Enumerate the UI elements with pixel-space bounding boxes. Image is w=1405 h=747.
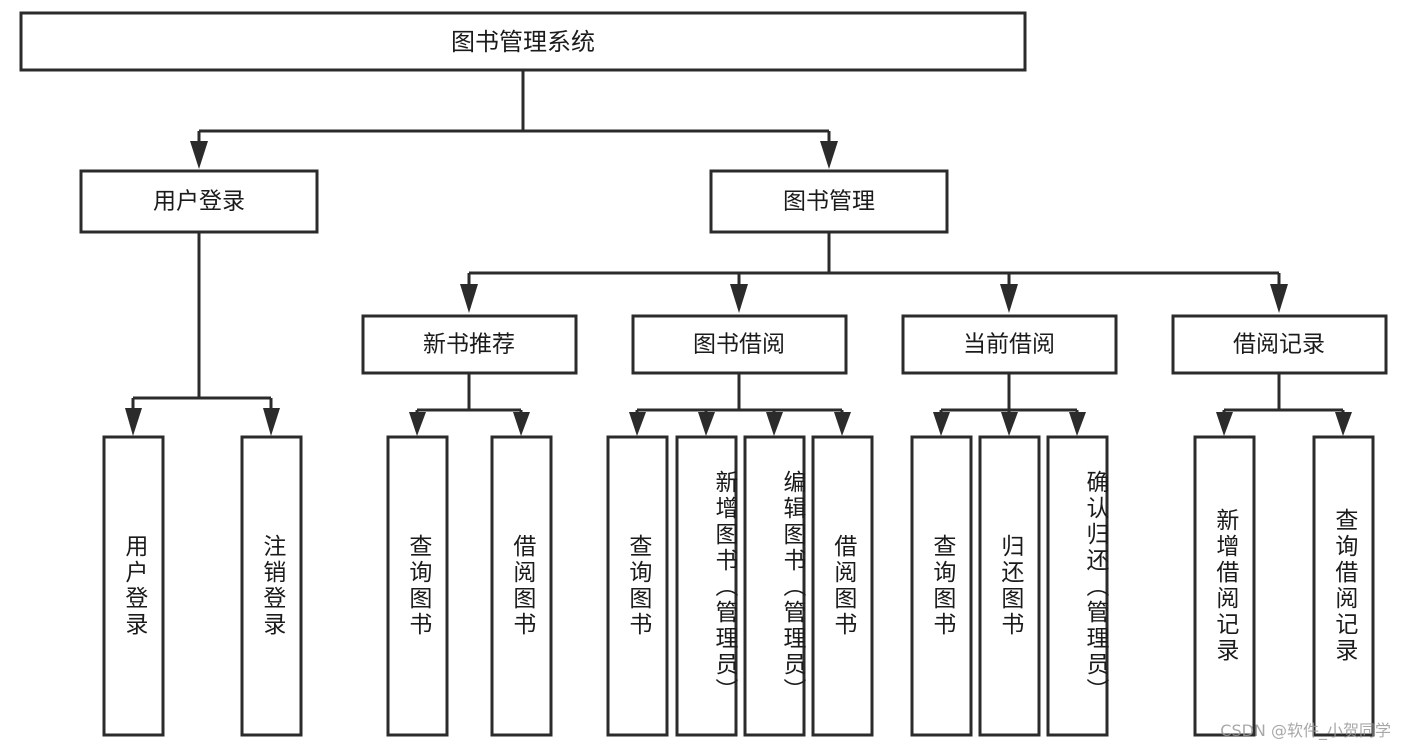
arrow-head-icon <box>190 141 208 169</box>
node-book-borrow[interactable]: 图书借阅 <box>631 314 848 375</box>
arrow-head-icon <box>1000 284 1018 313</box>
arrow-head-icon <box>1335 412 1352 436</box>
connector-bookmgmt-to-level3 <box>460 233 1288 313</box>
node-current-borrow-box[interactable] <box>901 314 1118 375</box>
arrow-head-icon <box>513 412 530 436</box>
node-borrow-record[interactable]: 借阅记录 <box>1171 314 1388 375</box>
leaf-box-newbook-borrow[interactable] <box>490 435 553 737</box>
arrow-head-icon <box>1270 284 1288 313</box>
leaf-box-borrowrecord-query[interactable] <box>1312 435 1375 737</box>
arrow-head-icon <box>730 284 748 313</box>
leaf-box-currentborrow-query[interactable] <box>910 435 973 737</box>
node-new-book-recommend[interactable]: 新书推荐 <box>361 314 578 375</box>
node-book-borrow-box[interactable] <box>631 314 848 375</box>
node-new-book-recommend-box[interactable] <box>361 314 578 375</box>
node-current-borrow-label: 当前借阅 <box>963 332 1055 358</box>
leaf-box-user-login-logout[interactable] <box>240 435 303 737</box>
arrow-head-icon <box>698 412 715 436</box>
node-user-login[interactable]: 用户登录 <box>79 169 319 234</box>
connector-bookborrow-to-leaves <box>629 374 851 436</box>
arrow-head-icon <box>629 412 646 436</box>
node-user-login-label: 用户登录 <box>153 189 245 215</box>
arrow-head-icon <box>820 141 838 169</box>
arrow-head-icon <box>766 412 783 436</box>
leaf-box-currentborrow-return[interactable] <box>978 435 1041 737</box>
node-book-management-box[interactable] <box>709 169 949 234</box>
node-root-label: 图书管理系统 <box>451 28 595 56</box>
arrow-head-icon <box>263 408 280 436</box>
arrow-head-icon <box>933 412 950 436</box>
node-new-book-recommend-label: 新书推荐 <box>423 332 515 358</box>
leaf-box-bookborrow-borrow[interactable] <box>811 435 874 737</box>
connector-newbook-to-leaves <box>409 374 530 436</box>
arrow-head-icon <box>460 284 478 313</box>
connector-currentborrow-to-leaves <box>933 374 1086 436</box>
arrow-head-icon <box>834 412 851 436</box>
leaf-box-user-login-login[interactable] <box>102 435 165 737</box>
csdn-watermark: CSDN @软件_小贺同学 <box>1220 721 1391 740</box>
node-root-box[interactable] <box>19 11 1027 72</box>
connector-userlogin-to-leaves <box>125 233 280 436</box>
arrow-head-icon <box>125 408 142 436</box>
leaf-box-newbook-query[interactable] <box>386 435 449 737</box>
leaf-box-bookborrow-query[interactable] <box>606 435 669 737</box>
connector-root-to-level2 <box>190 71 838 169</box>
node-user-login-box[interactable] <box>79 169 319 234</box>
leaf-box-bookborrow-add[interactable] <box>675 435 738 737</box>
connector-borrowrecord-to-leaves <box>1216 374 1352 436</box>
node-current-borrow[interactable]: 当前借阅 <box>901 314 1118 375</box>
arrow-head-icon <box>1069 412 1086 436</box>
node-root[interactable]: 图书管理系统 <box>19 11 1027 72</box>
leaf-box-currentborrow-confirm[interactable] <box>1046 435 1109 737</box>
arrow-head-icon <box>1001 412 1018 436</box>
leaf-box-bookborrow-edit[interactable] <box>743 435 806 737</box>
leaf-box-borrowrecord-add[interactable] <box>1193 435 1256 737</box>
node-book-management[interactable]: 图书管理 <box>709 169 949 234</box>
node-book-management-label: 图书管理 <box>783 189 875 215</box>
node-borrow-record-label: 借阅记录 <box>1233 332 1325 358</box>
node-book-borrow-label: 图书借阅 <box>693 332 785 358</box>
arrow-head-icon <box>1216 412 1233 436</box>
arrow-head-icon <box>409 412 426 436</box>
node-borrow-record-box[interactable] <box>1171 314 1388 375</box>
